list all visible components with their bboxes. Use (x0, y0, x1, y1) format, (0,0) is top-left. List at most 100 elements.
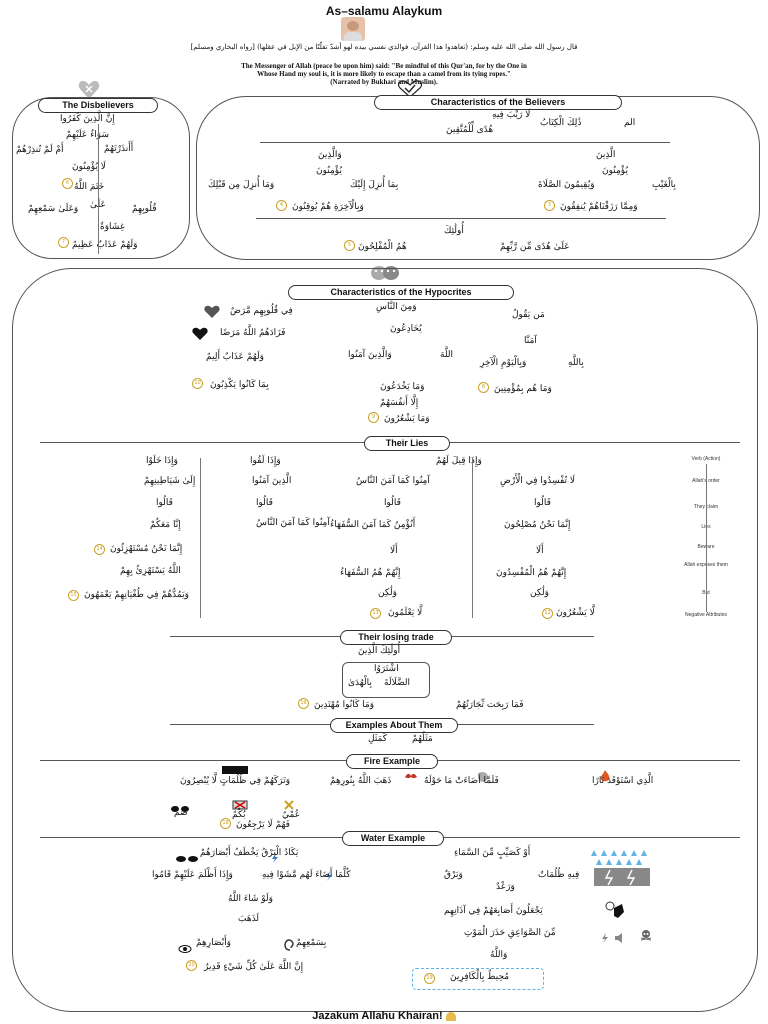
badge-icon: 15 (68, 590, 79, 601)
bel-11: يُؤْمِنُونَ (316, 166, 342, 176)
lies-4a: قَالُوا (534, 498, 551, 508)
hyp-1: وَمِنَ النَّاسِ (376, 302, 417, 312)
badge-icon: 20 (186, 960, 197, 971)
broken-heart-icon (78, 80, 100, 100)
hypocrites-panel (12, 268, 758, 1012)
disb-line-5: لَا يُؤْمِنُونَ (72, 162, 106, 172)
water-title: Water Example (342, 831, 444, 846)
lies-15: وَإِذَا خَلَوْا (146, 456, 178, 466)
lies-7b: أَلَا (390, 546, 398, 556)
lies-19: اللَّهُ يَسْتَهْزِئُ بِهِمْ (120, 566, 181, 576)
hyp-16: بِمَا كَانُوا يَكْذِبُونَ (210, 380, 269, 390)
hyp-4: بِاللَّهِ (568, 358, 584, 368)
disbelievers-panel (12, 97, 190, 259)
fire-4: وَتَرَكَهُمْ فِي ظُلُمَاتٍ لَّا يُبْصِرُ… (180, 776, 291, 786)
lies-6: أَنُؤْمِنُ كَمَا آمَنَ السُّفَهَاءُ (330, 520, 416, 530)
lies-1: وَإِذَا قِيلَ لَهُمْ (436, 456, 482, 466)
bel-12: بِمَا أُنزِلَ إِلَيْكَ (350, 180, 399, 190)
light-icon (476, 768, 490, 782)
bel-17: هُمُ الْمُفْلِحُونَ (358, 242, 407, 252)
lies-3: آمِنُوا كَمَا آمَنَ النَّاسُ (356, 476, 430, 486)
lightning-icon (600, 928, 610, 943)
legend-item: Allah's order (692, 478, 720, 484)
hyp-11: إِلَّا أَنفُسَهُمْ (380, 398, 419, 408)
fire-1: الَّذِي اسْتَوْقَدَ نَارًا (592, 776, 654, 786)
trade-5: فَمَا رَبِحَت تِّجَارَتُهُمْ (456, 700, 524, 710)
trade-2: اشْتَرَوُا (374, 664, 399, 674)
disb-line-9: وَعَلَىٰ سَمْعِهِمْ (28, 204, 79, 214)
footer-closing-text: Jazakum Allahu Khairan! (312, 1010, 443, 1022)
legend-item: Allah exposes them (684, 562, 728, 568)
disb-line-11: وَلَهُمْ عَذَابٌ عَظِيمٌ (72, 240, 138, 250)
bel-3: لَا رَيْبَ فِيهِ (492, 110, 531, 120)
examples-2: كَمَثَلِ (368, 734, 388, 744)
lies-10b: وَلَٰكِن (378, 588, 397, 598)
lies-4d: قَالُوا (156, 498, 173, 508)
hyp-12: وَمَا يَشْعُرُونَ (384, 414, 430, 424)
praying-hands-icon (445, 1011, 456, 1021)
badge-icon: 5 (344, 240, 355, 251)
lies-2: لَا تُفْسِدُوا فِي الْأَرْضِ (500, 476, 576, 486)
fire-3: ذَهَبَ اللَّهُ بِنُورِهِمْ (330, 776, 392, 786)
their-lies-title: Their Lies (364, 436, 450, 451)
bel-5: الَّذِينَ (596, 150, 616, 160)
hypocrites-title: Characteristics of the Hypocrites (288, 285, 514, 300)
examples-1: مَثَلُهُمْ (412, 734, 433, 744)
rain-icon (590, 848, 654, 888)
badge-icon: 16 (298, 698, 309, 709)
bel-14: وَبِالْآخِرَةِ هُمْ يُوقِنُونَ (292, 202, 364, 212)
bel-4: هُدًى لِّلْمُتَّقِينَ (446, 125, 494, 135)
disb-line-8: قُلُوبِهِمْ (132, 204, 157, 214)
no-speak-icon (232, 796, 248, 810)
lies-14b: آمِنُوا كَمَا آمَنَ النَّاسُ (256, 518, 330, 528)
water-2: فِيهِ ظُلُمَاتٌ (538, 870, 580, 880)
water-14: بِسَمْعِهِمْ (296, 938, 327, 948)
speaker-icon (614, 928, 626, 943)
fire-5: صُمٌّ (174, 808, 188, 818)
mustache-icon (404, 766, 418, 779)
legend-item: Beware (678, 544, 734, 550)
lies-12: لَّا يَعْلَمُونَ (388, 608, 423, 618)
water-1: أَوْ كَصَيِّبٍ مِّنَ السَّمَاءِ (454, 848, 531, 858)
badge-icon: 6 (62, 178, 73, 189)
hadith-english-2: Whose Hand my soul is, it is more likely… (257, 70, 511, 78)
lies-4c: قَالُوا (256, 498, 273, 508)
water-11: وَإِذَا أَظْلَمَ عَلَيْهِمْ قَامُوا (152, 870, 233, 880)
badge-icon: 13 (370, 608, 381, 619)
water-6: مِّنَ الصَّوَاعِقِ حَذَرَ الْمَوْتِ (464, 928, 556, 938)
badge-icon: 3 (544, 200, 555, 211)
hyp-5: وَبِالْيَوْمِ الْآخِرِ (480, 358, 527, 368)
legend-item: Negative Attributes (685, 612, 727, 618)
trade-3: الضَّلَالَةَ (384, 678, 410, 688)
bel-16: عَلَىٰ هُدًى مِّن رَّبِّهِمْ (500, 242, 570, 252)
trade-6: وَمَا كَانُوا مُهْتَدِينَ (314, 700, 375, 710)
footer-closing: Jazakum Allahu Khairan! (284, 1010, 484, 1022)
disb-line-6: خَتَمَ اللَّهُ (74, 182, 105, 192)
disbelievers-title: The Disbelievers (38, 98, 158, 113)
lies-5: إِنَّمَا نَحْنُ مُصْلِحُونَ (504, 520, 571, 530)
fire-8: فَهُمْ لَا يَرْجِعُونَ (236, 820, 290, 830)
disb-line-7: عَلَىٰ (90, 200, 106, 210)
water-3: وَرَعْدٌ (496, 882, 515, 892)
lies-13: وَإِذَا لَقُوا (250, 456, 281, 466)
believers-title: Characteristics of the Believers (374, 95, 622, 110)
fire-title: Fire Example (346, 754, 438, 769)
badge-icon: 12 (542, 608, 553, 619)
no-hear-icon (282, 796, 296, 810)
bel-8: بِالْغَيْبِ (652, 180, 676, 190)
hadith-english-1: The Messenger of Allah (peace be upon hi… (241, 62, 527, 70)
fire-6: بُكْمٌ (232, 810, 246, 820)
water-7: وَاللَّهُ (490, 950, 508, 960)
fire-2: فَلَمَّا أَضَاءَتْ مَا حَوْلَهُ (424, 776, 499, 786)
lies-20: وَيَمُدُّهُمْ فِي طُغْيَانِهِمْ يَعْمَهُ… (84, 590, 189, 600)
darkness-icon (222, 766, 248, 774)
losing-trade-title: Their losing trade (340, 630, 452, 645)
hyp-9: وَالَّذِينَ آمَنُوا (348, 350, 392, 360)
hyp-15: وَلَهُمْ عَذَابٌ أَلِيمٌ (206, 352, 264, 362)
water-15: وَأَبْصَارِهِمْ (196, 938, 231, 948)
legend-item: But (678, 590, 734, 596)
bel-7: يُؤْمِنُونَ (602, 166, 628, 176)
lies-14: الَّذِينَ آمَنُوا (252, 476, 292, 486)
water-5: يَجْعَلُونَ أَصَابِعَهُمْ فِي آذَانِهِم (444, 906, 543, 916)
fire-7: عُمْيٌ (282, 810, 301, 820)
